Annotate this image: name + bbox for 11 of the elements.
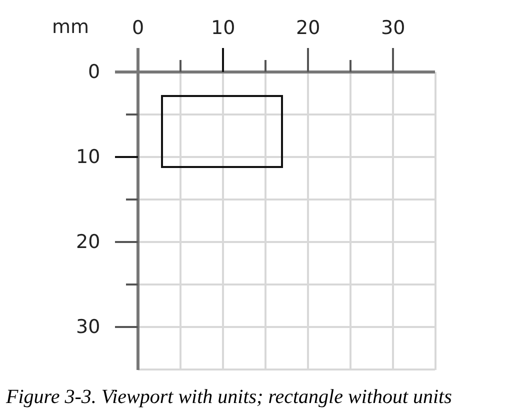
figure-caption: Figure 3-3. Viewport with units; rectangle without units <box>6 386 452 409</box>
unit-label: mm <box>52 16 90 38</box>
tick-label: 30 <box>381 17 406 39</box>
tick-label: 0 <box>132 17 144 39</box>
tick-label: 20 <box>296 17 320 39</box>
rectangle <box>161 95 283 168</box>
tick-label: 10 <box>211 17 236 39</box>
tick-label: 30 <box>76 316 100 338</box>
tick-label: 0 <box>88 61 100 83</box>
tick-label: 20 <box>76 231 100 253</box>
tick-label: 10 <box>76 146 100 168</box>
